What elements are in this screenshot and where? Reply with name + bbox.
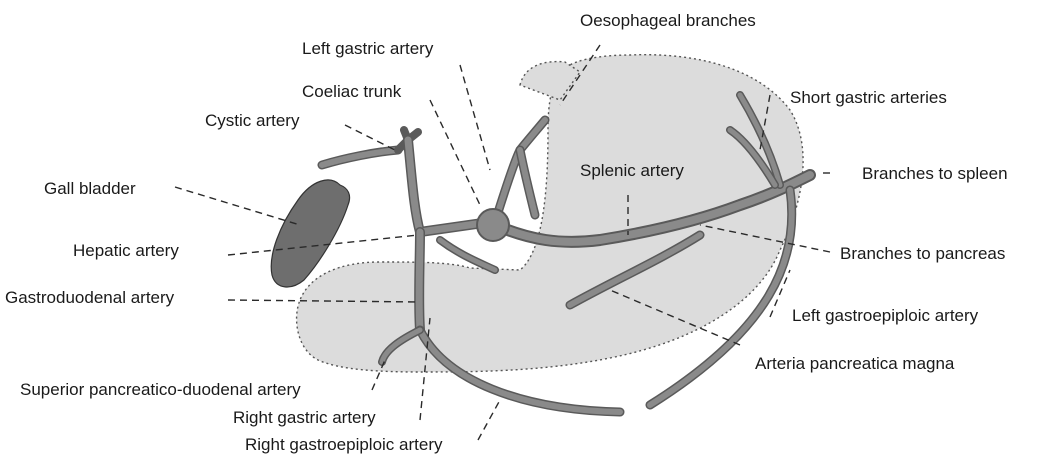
label-gall-bladder: Gall bladder xyxy=(44,180,136,197)
label-left-gastroepiploic-artery: Left gastroepiploic artery xyxy=(792,307,978,324)
label-right-gastric-artery: Right gastric artery xyxy=(233,409,376,426)
label-superior-pancreatico-duodenal-artery: Superior pancreatico-duodenal artery xyxy=(20,381,301,398)
label-branches-to-pancreas: Branches to pancreas xyxy=(840,245,1005,262)
label-right-gastroepiploic-artery: Right gastroepiploic artery xyxy=(245,436,442,453)
label-left-gastric-artery: Left gastric artery xyxy=(302,40,433,57)
label-gastroduodenal-artery: Gastroduodenal artery xyxy=(5,289,174,306)
label-hepatic-artery: Hepatic artery xyxy=(73,242,179,259)
label-arteria-pancreatica-magna: Arteria pancreatica magna xyxy=(755,355,954,372)
label-cystic-artery: Cystic artery xyxy=(205,112,299,129)
label-oesophageal-branches: Oesophageal branches xyxy=(580,12,756,29)
label-coeliac-trunk: Coeliac trunk xyxy=(302,83,401,100)
label-branches-to-spleen: Branches to spleen xyxy=(862,165,1008,182)
label-splenic-artery: Splenic artery xyxy=(580,162,684,179)
label-short-gastric-arteries: Short gastric arteries xyxy=(790,89,947,106)
